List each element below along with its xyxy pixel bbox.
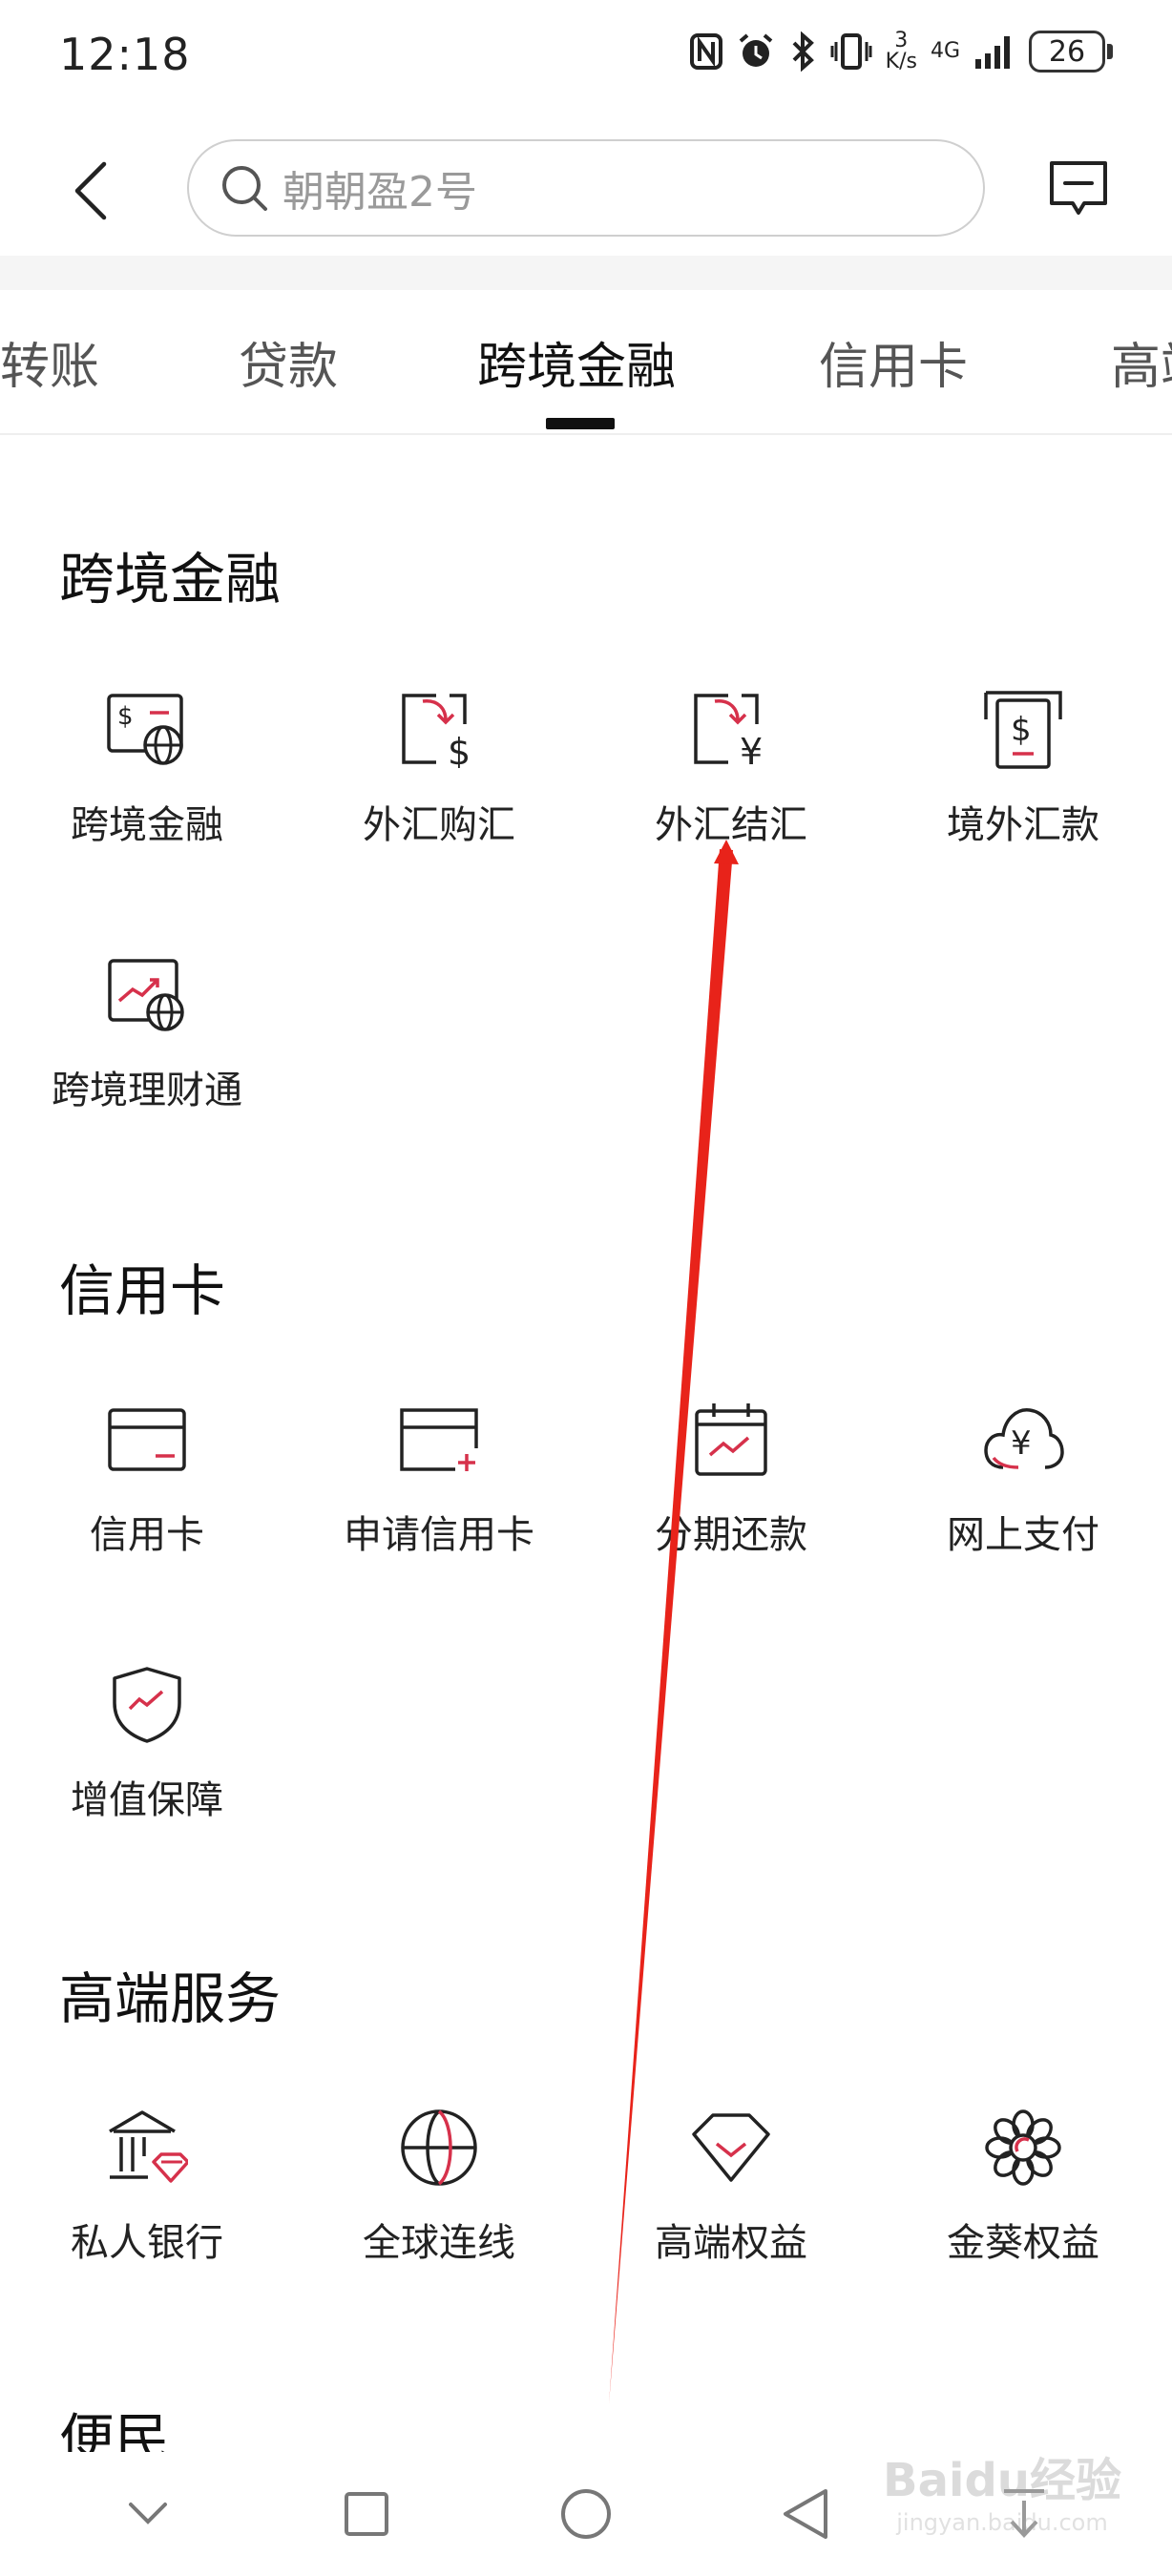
search-icon — [220, 163, 269, 213]
search-input[interactable]: 朝朝盈2号 — [187, 139, 985, 237]
grid-label: 增值保障 — [71, 1778, 223, 1822]
grid-label: 境外汇款 — [947, 803, 1099, 847]
baidu-watermark: Baidu经验 jingyan.baidu.com — [859, 2442, 1145, 2557]
grid-label: 信用卡 — [90, 1513, 204, 1557]
grid-item-cross-border-finance[interactable]: $ 跨境金融 — [4, 687, 290, 897]
nfc-icon — [689, 32, 723, 71]
download-icon — [1004, 2489, 1045, 2538]
tab-loan[interactable]: 贷款 — [239, 339, 339, 396]
grid-item-global-connect[interactable]: 全球连线 — [296, 2105, 582, 2315]
battery-cap — [1107, 44, 1113, 59]
alarm-icon — [737, 32, 775, 71]
triangle-back-icon — [783, 2489, 827, 2539]
nav-download-button[interactable] — [981, 2471, 1067, 2557]
grid-label: 外汇结汇 — [655, 803, 807, 847]
grid-item-jinkui-benefits[interactable]: 金葵权益 — [880, 2105, 1166, 2315]
grid-item-online-payment[interactable]: ¥ 网上支付 — [880, 1397, 1166, 1607]
apply-card-icon — [396, 1397, 482, 1483]
tab-cross-border[interactable]: 跨境金融 — [477, 339, 677, 396]
signal-icon — [973, 32, 1015, 71]
section-title-convenience: 便民 — [59, 2407, 171, 2452]
battery-indicator: 26 — [1029, 31, 1113, 73]
grid-label: 全球连线 — [363, 2221, 515, 2265]
cloud-yuan-icon: ¥ — [980, 1397, 1066, 1483]
section-title-credit-card: 信用卡 — [59, 1258, 226, 1323]
network-speed: 3 K/s — [886, 31, 917, 73]
top-header: 朝朝盈2号 — [0, 134, 1172, 248]
watermark-sub: jingyan.baidu.com — [896, 2509, 1108, 2536]
grid-label: 私人银行 — [71, 2221, 223, 2265]
chevron-left-icon — [74, 161, 107, 220]
square-icon — [345, 2492, 389, 2536]
grid-item-wealth-connect[interactable]: 跨境理财通 — [4, 952, 290, 1162]
nav-collapse-button[interactable] — [105, 2471, 191, 2557]
system-navigation-bar — [0, 2452, 1172, 2576]
header-divider — [0, 256, 1172, 290]
back-button[interactable] — [57, 157, 124, 224]
grid-item-installment[interactable]: 分期还款 — [588, 1397, 874, 1607]
svg-text:$: $ — [117, 702, 134, 731]
network-type: 4G — [931, 41, 960, 62]
grid-label: 申请信用卡 — [344, 1513, 534, 1557]
grid-item-credit-card[interactable]: 信用卡 — [4, 1397, 290, 1607]
bluetooth-icon — [788, 31, 817, 72]
grid-label: 金葵权益 — [947, 2221, 1099, 2265]
status-bar: 12:18 3 K/s 4G 26 — [0, 0, 1172, 114]
grid-item-overseas-remit[interactable]: $ 境外汇款 — [880, 687, 1166, 897]
circle-icon — [560, 2489, 611, 2539]
grid-label: 分期还款 — [655, 1513, 807, 1557]
vibrate-icon — [830, 32, 872, 71]
svg-text:¥: ¥ — [1011, 1424, 1032, 1463]
network-speed-value: 3 — [894, 29, 909, 52]
fx-settle-icon: ¥ — [688, 687, 774, 773]
search-placeholder: 朝朝盈2号 — [283, 168, 477, 217]
message-button[interactable] — [1046, 156, 1111, 221]
tab-credit-card[interactable]: 信用卡 — [819, 339, 969, 396]
diamond-icon — [688, 2105, 774, 2191]
nav-recents-button[interactable] — [324, 2471, 409, 2557]
grid-item-value-protection[interactable]: 增值保障 — [4, 1662, 290, 1872]
shield-chart-icon — [104, 1662, 190, 1748]
section-title-cross-border: 跨境金融 — [59, 547, 282, 612]
battery-level: 26 — [1029, 31, 1105, 73]
bank-diamond-icon — [104, 2105, 190, 2191]
network-speed-unit: K/s — [885, 50, 917, 73]
grid-item-premium-benefits[interactable]: 高端权益 — [588, 2105, 874, 2315]
active-tab-indicator — [546, 418, 615, 429]
grid-label: 跨境金融 — [71, 803, 223, 847]
overseas-remit-icon: $ — [980, 687, 1066, 773]
fx-buy-icon: $ — [396, 687, 482, 773]
grid-item-apply-card[interactable]: 申请信用卡 — [296, 1397, 582, 1607]
svg-text:$: $ — [448, 731, 471, 768]
network-type-label: 4G — [930, 39, 960, 63]
svg-text:$: $ — [1011, 711, 1032, 749]
grid-label: 外汇购汇 — [363, 803, 515, 847]
grid-label: 跨境理财通 — [52, 1069, 242, 1112]
wealth-connect-icon — [104, 952, 190, 1038]
nav-home-button[interactable] — [543, 2471, 629, 2557]
category-tabs: 转账 贷款 跨境金融 信用卡 高端 — [0, 290, 1172, 435]
flower-icon — [980, 2105, 1066, 2191]
message-icon — [1050, 161, 1107, 215]
globe-icon — [396, 2105, 482, 2191]
svg-text:¥: ¥ — [740, 731, 763, 768]
grid-item-private-bank[interactable]: 私人银行 — [4, 2105, 290, 2315]
status-time: 12:18 — [59, 29, 191, 80]
grid-item-fx-buy[interactable]: $ 外汇购汇 — [296, 687, 582, 897]
status-icons: 3 K/s 4G 26 — [689, 31, 1113, 73]
grid-item-fx-settle[interactable]: ¥ 外汇结汇 — [588, 687, 874, 897]
credit-card-icon — [104, 1397, 190, 1483]
section-title-premium: 高端服务 — [59, 1966, 282, 2031]
grid-label: 高端权益 — [655, 2221, 807, 2265]
calendar-chart-icon — [688, 1397, 774, 1483]
grid-label: 网上支付 — [947, 1513, 1099, 1557]
chevron-down-icon — [128, 2503, 167, 2524]
dollar-globe-icon: $ — [104, 687, 190, 773]
tab-premium[interactable]: 高端 — [1111, 339, 1172, 396]
tab-transfer[interactable]: 转账 — [0, 339, 100, 396]
watermark-main: Baidu经验 — [883, 2454, 1121, 2507]
nav-back-button[interactable] — [763, 2471, 848, 2557]
